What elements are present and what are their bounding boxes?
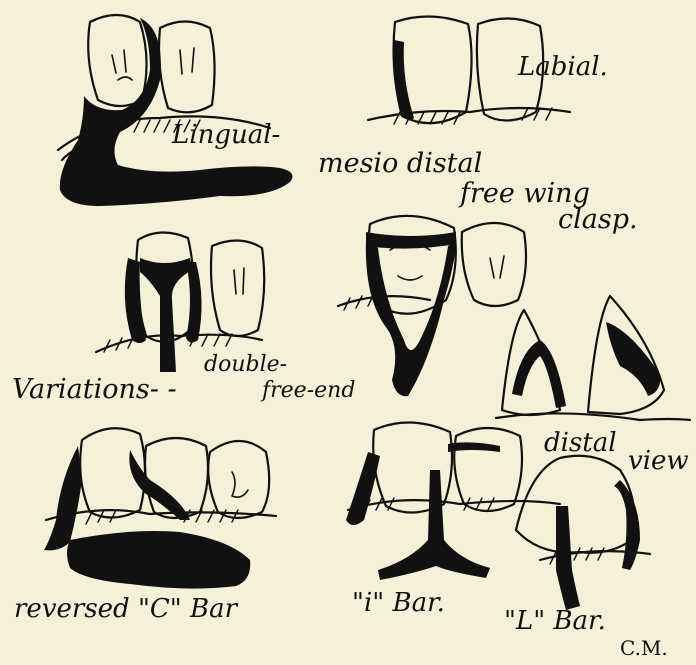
label-clasp: clasp. — [558, 206, 638, 233]
label-variations: Variations- - — [12, 376, 177, 403]
label-free-end: free-end — [262, 380, 355, 402]
label-lingual: Lingual- — [172, 122, 280, 148]
label-reversed-c-bar: reversed "C" Bar — [14, 596, 237, 622]
lingual-figure — [58, 15, 292, 206]
free-wing-clasp-figure — [338, 216, 690, 420]
label-i-bar: "i" Bar. — [352, 590, 445, 616]
label-labial: Labial. — [518, 54, 608, 80]
reversed-c-bar-figure — [44, 428, 276, 588]
label-distal: distal — [544, 430, 617, 456]
label-mesio-distal: mesio distal — [318, 150, 482, 177]
label-initials: C.M. — [620, 638, 668, 658]
label-free-wing: free wing — [460, 180, 590, 207]
label-double: double- — [204, 354, 287, 376]
label-view: view — [628, 448, 689, 474]
label-l-bar: "L" Bar. — [504, 608, 606, 634]
